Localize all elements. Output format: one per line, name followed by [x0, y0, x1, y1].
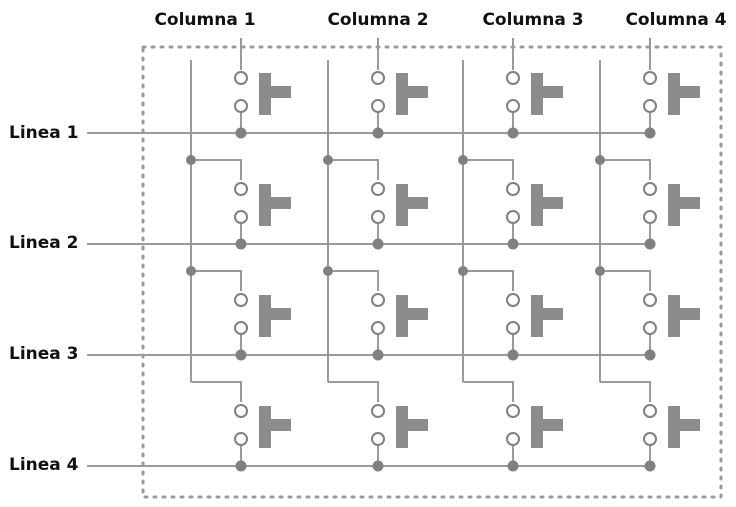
column-tap-3-row-4: [463, 381, 514, 402]
row-junction-node: [644, 460, 656, 472]
switch-contact-bottom: [371, 432, 385, 446]
push-button-switch-icon: [668, 73, 700, 115]
row-junction-node: [235, 349, 247, 361]
switch-contact-top: [506, 71, 520, 85]
column-tap-2-row-3: [328, 270, 379, 291]
row-junction-node: [235, 238, 247, 250]
push-button-switch-icon: [668, 295, 700, 337]
switch-contact-bottom: [643, 210, 657, 224]
row-junction-node: [507, 460, 519, 472]
switch-contact-bottom: [643, 432, 657, 446]
column-label-3: Columna 3: [482, 10, 583, 30]
row-junction-node: [644, 349, 656, 361]
column-tap-3-row-2: [463, 159, 514, 180]
matrix-switches: [234, 71, 700, 472]
row-label-3: Linea 3: [9, 344, 79, 364]
push-button-switch-icon: [531, 184, 563, 226]
push-button-switch-icon: [668, 184, 700, 226]
push-button-switch-icon: [531, 406, 563, 448]
push-button-switch-icon: [668, 406, 700, 448]
push-button-switch-icon: [396, 73, 428, 115]
switch-contact-bottom: [506, 99, 520, 113]
row-junction-node: [372, 460, 384, 472]
row-junction-node: [507, 127, 519, 139]
switch-contact-bottom: [643, 321, 657, 335]
row-label-4: Linea 4: [9, 455, 79, 475]
push-button-switch-icon: [396, 295, 428, 337]
junction-node: [323, 155, 333, 165]
column-tap-2-row-4: [328, 381, 379, 402]
switch-contact-top: [371, 404, 385, 418]
matrix-wiring: [87, 38, 655, 467]
row-junction-node: [235, 460, 247, 472]
row-label-1: Linea 1: [9, 123, 79, 143]
switch-contact-bottom: [234, 210, 248, 224]
column-tap-1-row-2: [191, 159, 242, 180]
switch-contact-top: [506, 293, 520, 307]
row-junction-node: [372, 238, 384, 250]
switch-contact-bottom: [506, 432, 520, 446]
column-tap-1-row-3: [191, 270, 242, 291]
push-button-switch-icon: [259, 295, 291, 337]
switch-contact-top: [643, 71, 657, 85]
column-tap-2-row-2: [328, 159, 379, 180]
switch-contact-top: [234, 293, 248, 307]
push-button-switch-icon: [531, 295, 563, 337]
column-tap-4-row-2: [600, 159, 651, 180]
junction-node: [186, 266, 196, 276]
column-tap-4-row-3: [600, 270, 651, 291]
column-labels: Columna 1 Columna 2 Columna 3 Columna 4: [154, 10, 726, 30]
switch-contact-bottom: [371, 99, 385, 113]
junction-node: [323, 266, 333, 276]
row-junction-node: [507, 238, 519, 250]
switch-contact-bottom: [506, 210, 520, 224]
row-junction-node: [235, 127, 247, 139]
switch-contact-bottom: [234, 432, 248, 446]
row-junction-node: [644, 127, 656, 139]
switch-contact-top: [371, 182, 385, 196]
switch-contact-top: [506, 182, 520, 196]
switch-contact-top: [643, 182, 657, 196]
junction-node: [458, 155, 468, 165]
switch-contact-bottom: [234, 99, 248, 113]
junction-node: [595, 266, 605, 276]
switch-contact-bottom: [371, 321, 385, 335]
column-tap-1-row-4: [191, 381, 242, 402]
junction-node: [186, 155, 196, 165]
column-label-4: Columna 4: [625, 10, 726, 30]
push-button-switch-icon: [259, 406, 291, 448]
switch-contact-top: [234, 404, 248, 418]
matrix-border: [141, 45, 723, 499]
row-junction-node: [372, 127, 384, 139]
junction-node: [458, 266, 468, 276]
switch-contact-top: [371, 71, 385, 85]
switch-contact-bottom: [506, 321, 520, 335]
row-label-2: Linea 2: [9, 233, 79, 253]
switch-contact-top: [643, 404, 657, 418]
switch-contact-top: [506, 404, 520, 418]
switch-contact-top: [234, 71, 248, 85]
push-button-switch-icon: [396, 184, 428, 226]
push-button-switch-icon: [259, 184, 291, 226]
switch-contact-top: [371, 293, 385, 307]
switch-contact-top: [234, 182, 248, 196]
row-labels: Linea 1 Linea 2 Linea 3 Linea 4: [9, 123, 79, 475]
switch-contact-bottom: [234, 321, 248, 335]
row-junction-node: [507, 349, 519, 361]
row-junction-node: [372, 349, 384, 361]
column-label-1: Columna 1: [154, 10, 255, 30]
switch-contact-bottom: [371, 210, 385, 224]
row-junction-node: [644, 238, 656, 250]
switch-contact-top: [643, 293, 657, 307]
column-label-2: Columna 2: [327, 10, 428, 30]
push-button-switch-icon: [259, 73, 291, 115]
push-button-switch-icon: [531, 73, 563, 115]
push-button-switch-icon: [396, 406, 428, 448]
column-tap-3-row-3: [463, 270, 514, 291]
switch-contact-bottom: [643, 99, 657, 113]
junction-node: [595, 155, 605, 165]
column-tap-4-row-4: [600, 381, 651, 402]
